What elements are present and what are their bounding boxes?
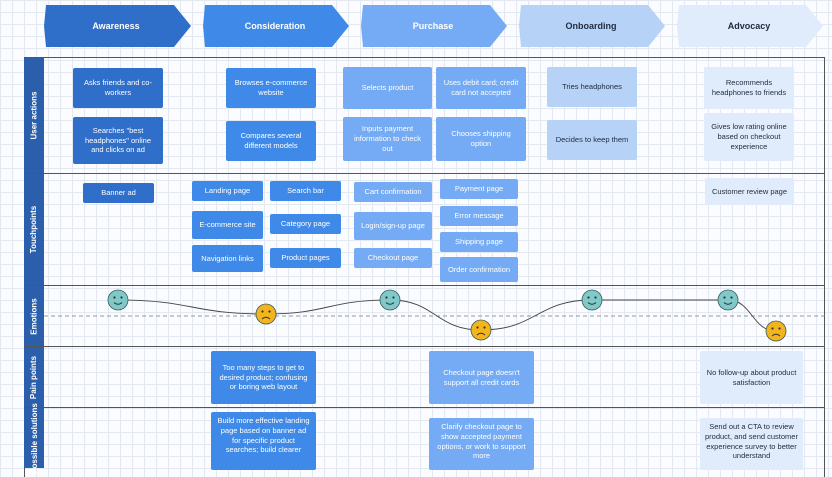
touchpoint-card[interactable]: Checkout page bbox=[354, 248, 432, 268]
action-card[interactable]: Compares several different models bbox=[226, 121, 316, 161]
stage-arrow-awareness[interactable] bbox=[44, 5, 191, 47]
touchpoint-card[interactable]: Banner ad bbox=[83, 183, 154, 203]
action-card[interactable]: Gives low rating online based on checkou… bbox=[704, 113, 794, 161]
solution-card[interactable]: Send out a CTA to review product, and se… bbox=[700, 418, 803, 470]
lane-label-user-actions: User actions bbox=[24, 58, 44, 173]
touchpoint-card[interactable]: Shipping page bbox=[440, 232, 518, 252]
touchpoint-card[interactable]: Category page bbox=[270, 214, 341, 234]
stage-arrow-advocacy[interactable] bbox=[677, 5, 823, 47]
touchpoint-card[interactable]: Order confirmation bbox=[440, 257, 518, 282]
touchpoint-card[interactable]: Error message bbox=[440, 206, 518, 226]
stage-label-purchase: Purchase bbox=[412, 21, 454, 31]
action-card[interactable]: Recommends headphones to friends bbox=[704, 67, 794, 109]
lane-divider bbox=[24, 407, 825, 408]
touchpoint-card[interactable]: Payment page bbox=[440, 179, 518, 199]
touchpoint-card[interactable]: Cart confirmation bbox=[354, 182, 432, 202]
touchpoint-card[interactable]: Search bar bbox=[270, 181, 341, 201]
stage-arrow-consideration[interactable] bbox=[203, 5, 349, 47]
stage-label-onboarding: Onboarding bbox=[565, 21, 617, 31]
lane-label-touchpoints: Touchpoints bbox=[24, 174, 44, 285]
stage-label-consideration: Consideration bbox=[244, 21, 306, 31]
action-card[interactable]: Inputs payment information to check out bbox=[343, 117, 432, 161]
lane-divider bbox=[24, 285, 825, 286]
action-card[interactable]: Tries headphones bbox=[547, 67, 637, 107]
action-card[interactable]: Uses debit card; credit card not accepte… bbox=[436, 67, 526, 109]
solution-card[interactable]: Clarify checkout page to show accepted p… bbox=[429, 418, 534, 470]
touchpoint-card[interactable]: Product pages bbox=[270, 248, 341, 268]
touchpoint-card[interactable]: Login/sign-up page bbox=[354, 212, 432, 240]
action-card[interactable]: Searches "best headphones" online and cl… bbox=[73, 117, 163, 164]
action-card[interactable]: Chooses shipping option bbox=[436, 117, 526, 161]
touchpoint-card[interactable]: Landing page bbox=[192, 181, 263, 201]
pain-point-card[interactable]: Checkout page doesn't support all credit… bbox=[429, 351, 534, 404]
action-card[interactable]: Asks friends and co-workers bbox=[73, 68, 163, 108]
stage-label-advocacy: Advocacy bbox=[727, 21, 771, 31]
solution-card[interactable]: Build more effective landing page based … bbox=[211, 412, 316, 470]
stage-arrow-purchase[interactable] bbox=[361, 5, 507, 47]
action-card[interactable]: Browses e-commerce website bbox=[226, 68, 316, 108]
lane-label-pain-points: Pain points bbox=[24, 347, 44, 407]
action-card[interactable]: Decides to keep them bbox=[547, 120, 637, 160]
lane-label-emotions: Emotions bbox=[24, 286, 44, 346]
touchpoint-card[interactable]: Navigation links bbox=[192, 245, 263, 272]
touchpoint-card[interactable]: Customer review page bbox=[705, 178, 794, 205]
pain-point-card[interactable]: Too many steps to get to desired product… bbox=[211, 351, 316, 404]
lane-divider bbox=[24, 173, 825, 174]
lane-divider bbox=[24, 346, 825, 347]
pain-point-card[interactable]: No follow-up about product satisfaction bbox=[700, 351, 803, 404]
stage-header bbox=[44, 5, 823, 47]
stage-label-awareness: Awareness bbox=[92, 21, 140, 31]
touchpoint-card[interactable]: E-commerce site bbox=[192, 211, 263, 239]
action-card[interactable]: Selects product bbox=[343, 67, 432, 109]
stage-arrow-onboarding[interactable] bbox=[519, 5, 665, 47]
lane-label-possible-solutions: Possible solutions bbox=[24, 403, 44, 473]
